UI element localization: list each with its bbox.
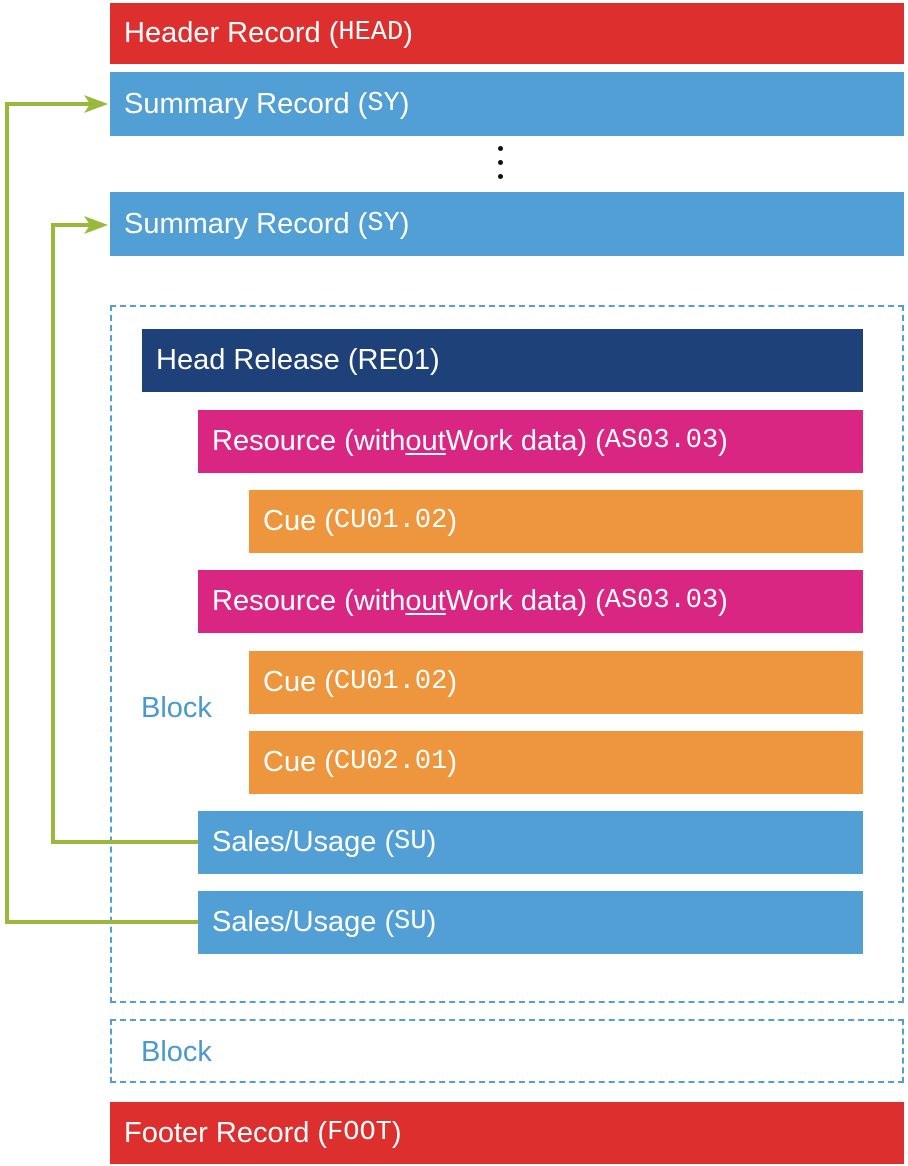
cue-record-1: Cue (CU01.02) [249, 490, 863, 553]
summary-record-1: Summary Record (SY) [110, 72, 904, 136]
sales-usage-record-1: Sales/Usage (SU) [198, 811, 863, 874]
summary-record-label: Summary Record ( [124, 87, 368, 120]
resource-code: AS03.03 [604, 586, 719, 616]
resource-code: AS03.03 [604, 426, 719, 456]
footer-record: Footer Record (FOOT) [110, 1102, 904, 1164]
summary-record-code: SY [367, 88, 400, 119]
ellipsis-vertical [498, 146, 506, 188]
header-record: Header Record (HEAD) [110, 3, 904, 64]
arrow-sales-usage-1-to-summary-2 [51, 223, 198, 844]
block-container-1 [110, 305, 904, 1003]
cue-record-3: Cue (CU02.01) [249, 731, 863, 794]
footer-record-label: Footer Record ( [124, 1116, 328, 1149]
arrowhead-icon [84, 216, 108, 234]
arrow-sales-usage-2-to-summary-1 [5, 102, 198, 924]
summary-record-label: Summary Record ( [124, 207, 368, 240]
arrowhead-icon [84, 95, 108, 113]
sales-usage-code: SU [394, 827, 427, 857]
block-label-2: Block [141, 1036, 212, 1068]
cue-code: CU01.02 [333, 667, 448, 697]
head-release-label: Head Release (RE01) [156, 344, 440, 376]
block-label-1: Block [141, 692, 212, 724]
footer-record-code: FOOT [327, 1117, 392, 1148]
cue-code: CU02.01 [333, 747, 448, 777]
summary-record-code: SY [367, 208, 400, 239]
header-record-label: Header Record ( [124, 17, 339, 49]
block-container-2 [110, 1019, 904, 1083]
head-release-record: Head Release (RE01) [142, 329, 863, 392]
sales-usage-record-2: Sales/Usage (SU) [198, 891, 863, 954]
summary-record-2: Summary Record (SY) [110, 192, 904, 256]
header-record-code: HEAD [338, 18, 404, 48]
cue-code: CU01.02 [333, 506, 448, 536]
sales-usage-code: SU [394, 907, 427, 937]
cue-record-2: Cue (CU01.02) [249, 651, 863, 714]
